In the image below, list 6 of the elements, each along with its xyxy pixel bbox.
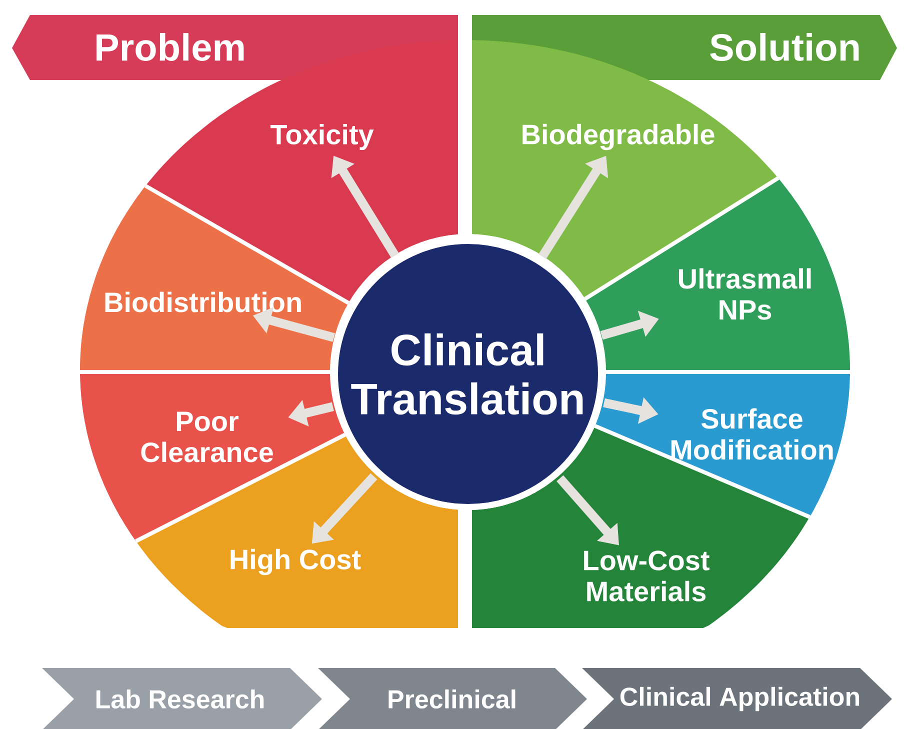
stage-box: Preclinical [318,668,587,729]
stage-box: Clinical Application [582,668,892,729]
pie-sector: Poor Clearance [80,372,345,542]
pie-sector: Biodistribution [80,186,348,372]
pie-sector: Ultrasmall NPs [585,178,850,372]
stage-box: Lab Research [42,668,322,729]
